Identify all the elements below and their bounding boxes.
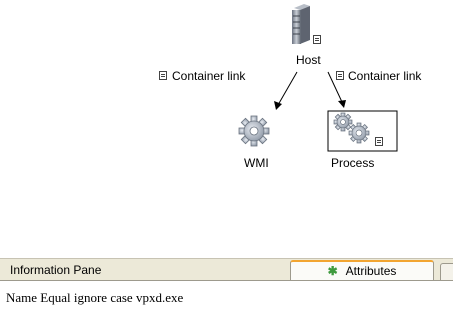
gear-icon[interactable] xyxy=(238,115,270,147)
edge-label[interactable]: Container link xyxy=(348,69,422,83)
edge-host-wmi[interactable] xyxy=(274,71,298,110)
attribute-condition-text: Name Equal ignore case vpxd.exe xyxy=(6,290,184,305)
information-pane-body: Name Equal ignore case vpxd.exe xyxy=(0,280,453,320)
gears-icon[interactable] xyxy=(333,112,370,144)
node-label-process[interactable]: Process xyxy=(331,156,375,170)
edge-label[interactable]: Container link xyxy=(172,69,246,83)
edge-host-process[interactable] xyxy=(327,71,346,108)
selection-box xyxy=(327,110,398,152)
node-label-wmi[interactable]: WMI xyxy=(244,156,269,170)
server-icon[interactable] xyxy=(292,4,310,44)
node-label-host[interactable]: Host xyxy=(296,53,321,67)
process-info-icon[interactable] xyxy=(375,137,383,146)
host-info-icon[interactable] xyxy=(313,35,321,44)
tab-attributes-label: Attributes xyxy=(345,264,397,278)
star-icon: ✱ xyxy=(327,264,338,278)
information-pane-header: Information Pane ✱ Attributes xyxy=(0,258,453,281)
link-info-icon[interactable] xyxy=(336,71,344,80)
topology-canvas[interactable]: Host WMI Process Container link Containe… xyxy=(0,0,453,258)
link-info-icon[interactable] xyxy=(159,71,167,80)
tab-attributes[interactable]: ✱ Attributes xyxy=(290,260,434,281)
tab-next[interactable] xyxy=(440,263,453,281)
information-pane-title: Information Pane xyxy=(10,263,102,277)
topology-graph xyxy=(238,4,398,152)
